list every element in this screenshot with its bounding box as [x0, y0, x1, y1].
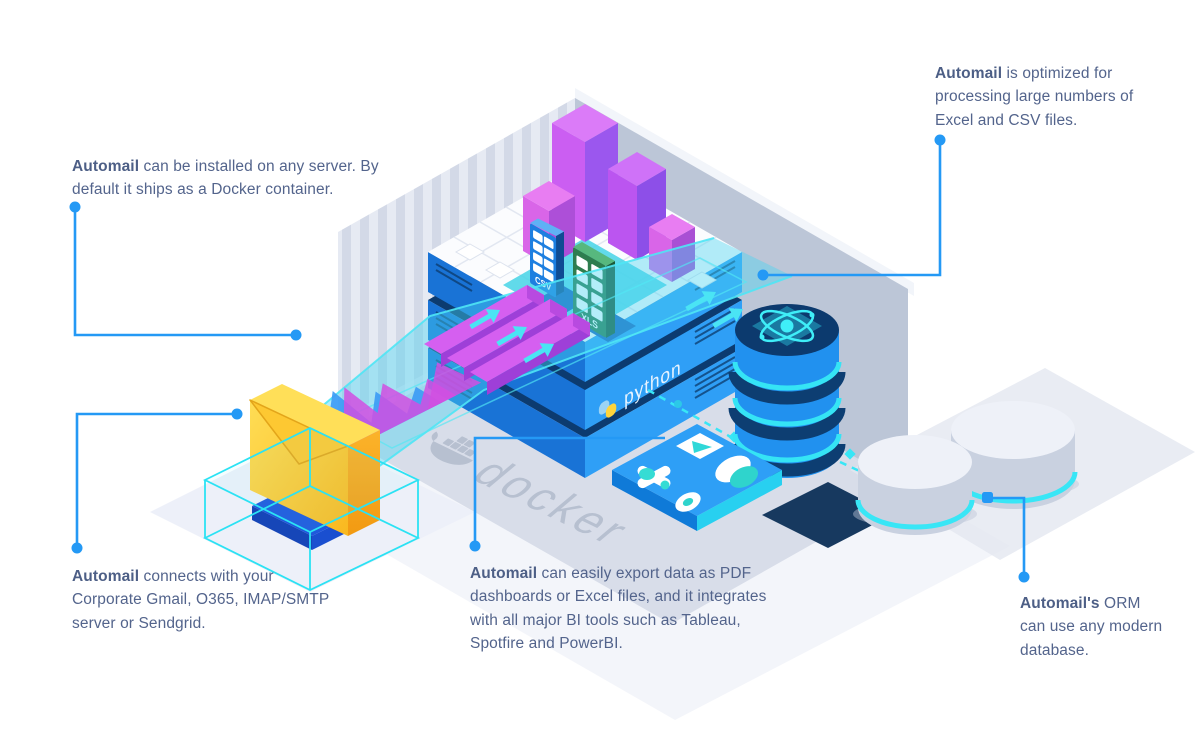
annotation-export: Automail can easily export data as PDF d…: [470, 562, 776, 655]
database-cylinder-icon: [728, 304, 846, 478]
connector-optimized: [763, 140, 942, 277]
dashboard-tile: [612, 424, 782, 531]
connector-export: [473, 436, 665, 546]
annotation-text: ORM can use any modern database.: [1020, 595, 1163, 659]
wireframe-box: [202, 426, 421, 592]
atom-icon: [759, 309, 815, 343]
plus-icon: [637, 465, 671, 490]
annotation-text: can be installed on any server. By defau…: [72, 158, 379, 199]
xls-file-icon: XLS: [573, 242, 615, 338]
annotation-text: can easily export data as PDF dashboards…: [470, 565, 767, 652]
annotation-install: Automail can be installed on any server.…: [72, 155, 404, 202]
pie-chart-icon: [715, 455, 759, 488]
annotation-optimized: Automail is optimized for processing lar…: [935, 62, 1153, 132]
play-icon: [676, 433, 724, 459]
connector-dots: [69, 134, 1030, 583]
modern-databases: [853, 401, 1079, 535]
annotation-brand: Automail: [72, 158, 140, 175]
database-disk-icon: [855, 435, 975, 535]
annotation-text: is optimized for processing large number…: [935, 65, 1134, 129]
annotation-text: connects with your Corporate Gmail, O365…: [72, 568, 330, 632]
donut-icon: [675, 492, 701, 512]
annotation-brand: Automail: [72, 568, 140, 585]
annotation-brand: Automail: [935, 65, 1003, 82]
container-rim-left: [330, 88, 575, 239]
database-disk-icon: [948, 401, 1078, 509]
annotation-orm: Automail's ORM can use any modern databa…: [1020, 592, 1170, 662]
envelope-group: [202, 384, 421, 592]
connector-orm: [988, 496, 1026, 577]
annotation-connects: Automail connects with your Corporate Gm…: [72, 565, 334, 635]
annotation-brand: Automail: [470, 565, 538, 582]
annotation-brand: Automail's: [1020, 595, 1100, 612]
connector-lines: [73, 140, 1026, 577]
connector-connects: [75, 412, 237, 548]
db-glow-rings: [732, 361, 842, 463]
connector-install: [73, 207, 296, 337]
envelope-base-side: [252, 506, 312, 550]
